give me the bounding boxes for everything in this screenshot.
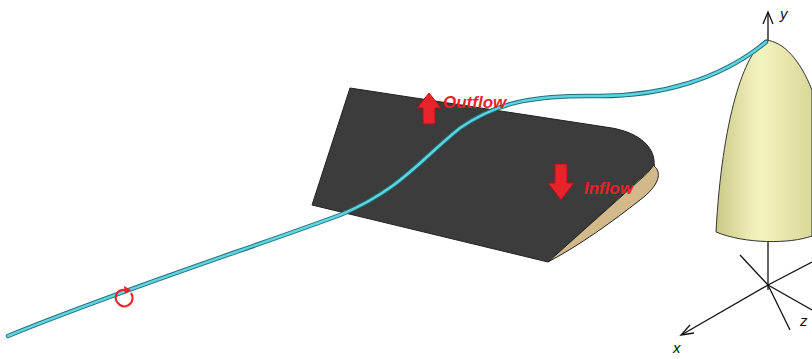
- vortex-line: [8, 42, 766, 336]
- vortex-line-outline: [8, 42, 766, 336]
- axis-label: z: [800, 313, 808, 328]
- flow-label: Outflow: [443, 94, 506, 111]
- axis-lines: [681, 12, 812, 335]
- inflow-arrow: [548, 164, 574, 200]
- airfoil-section: [548, 164, 658, 262]
- axis-label: y: [780, 6, 788, 21]
- outflow-arrow: [417, 93, 441, 124]
- nose-body: [716, 40, 812, 242]
- axis-label: x: [673, 340, 681, 355]
- rotation-arrowhead: [124, 286, 131, 294]
- flow-label: Inflow: [584, 180, 633, 197]
- rotation-symbol: [116, 290, 133, 307]
